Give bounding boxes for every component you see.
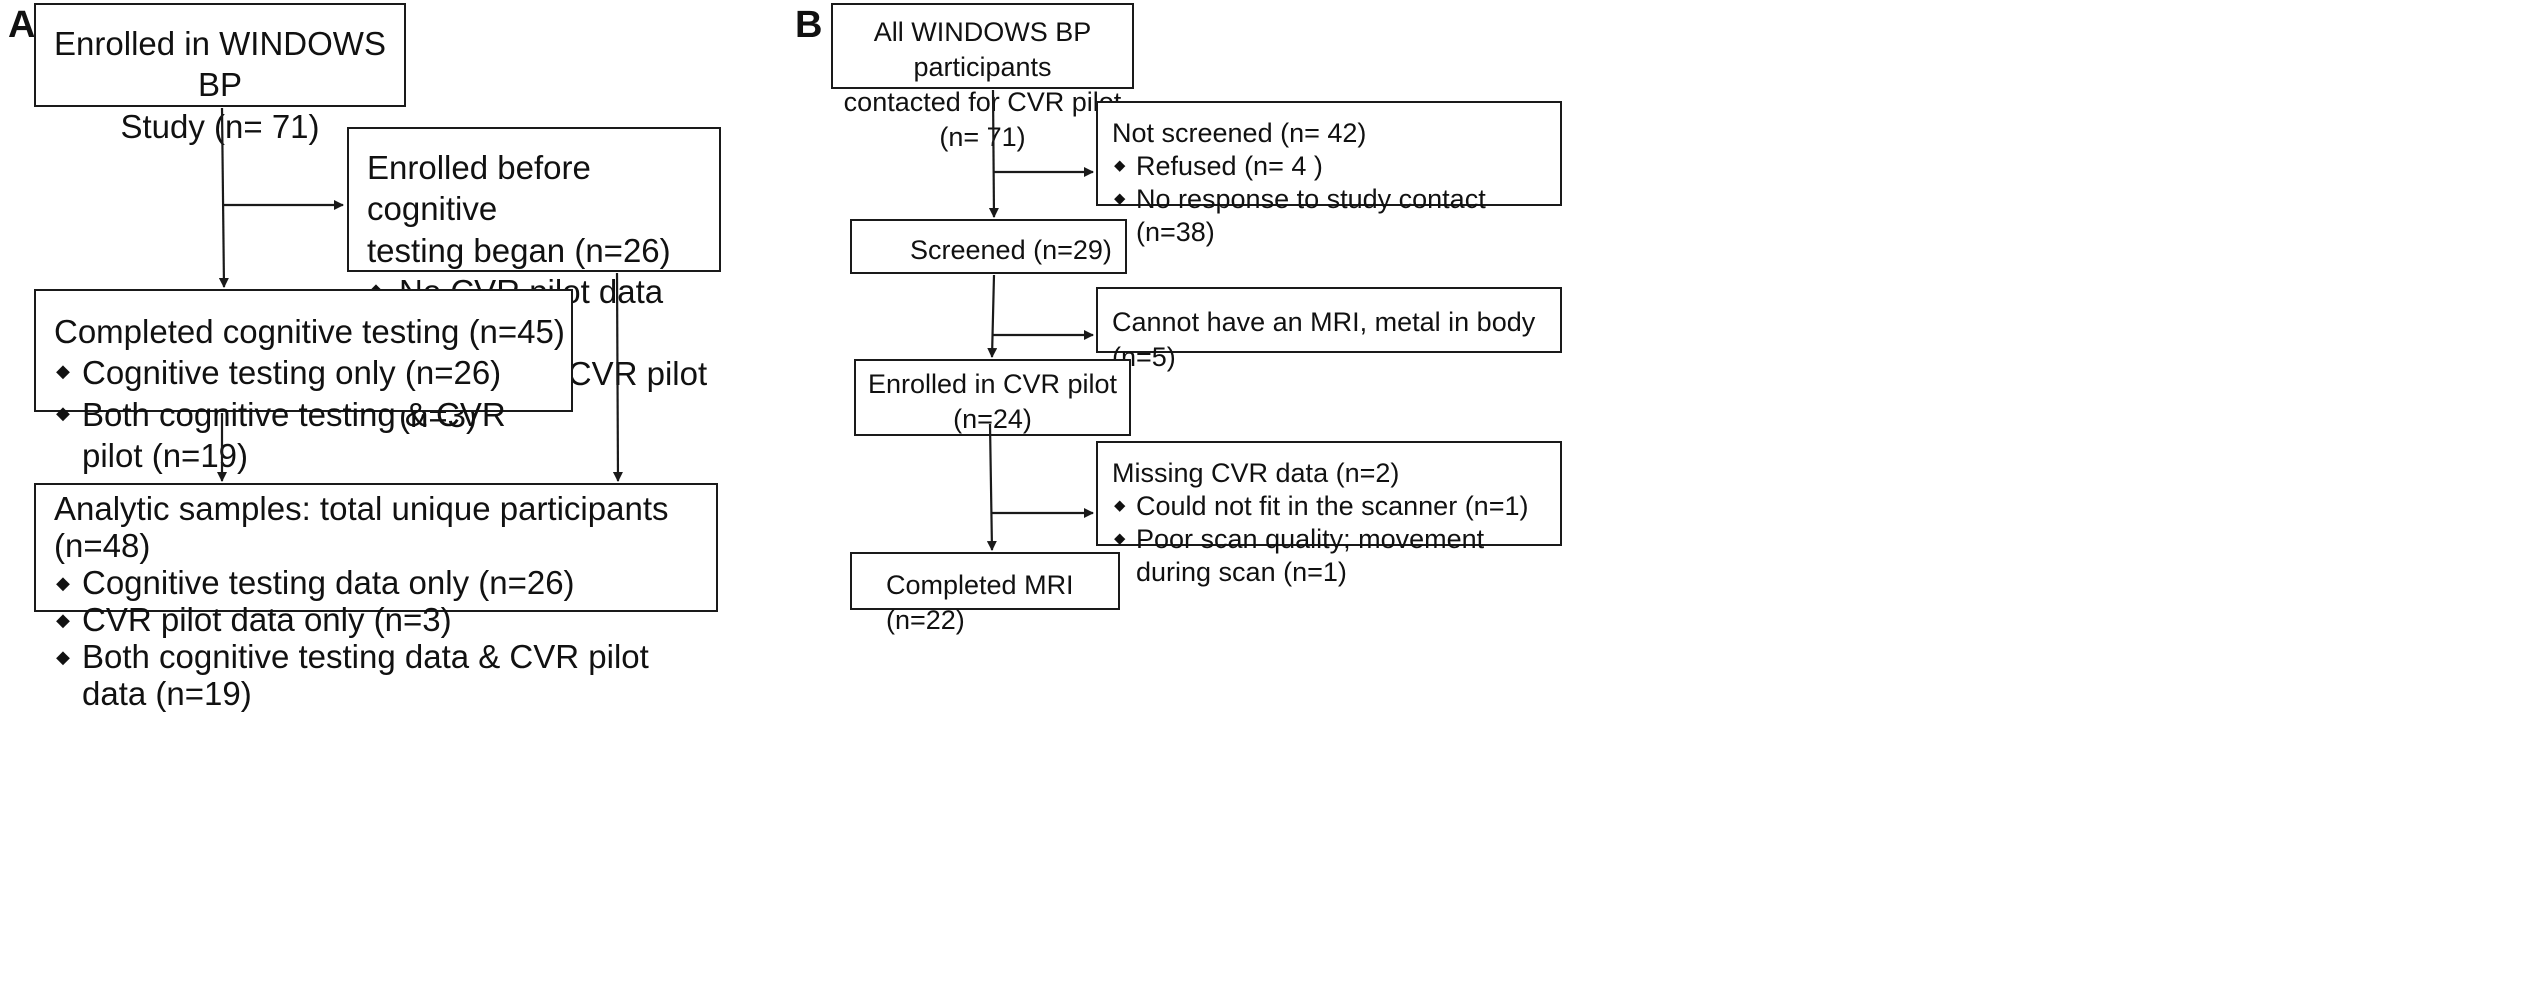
list-item: ◆ Both cognitive testing data & CVR pilot… <box>54 637 716 713</box>
contacted-line2: contacted for CVR pilot (n= 71) <box>843 87 1122 153</box>
box-enrolled-study: Enrolled in WINDOWS BP Study (n= 71) <box>34 3 406 145</box>
not-screened-title: Not screened (n= 42) <box>1112 118 1367 148</box>
missing-cvr-title: Missing CVR data (n=2) <box>1112 458 1400 488</box>
list-item: ◆ Cognitive testing only (n=26) <box>54 352 571 393</box>
before-cog-line2: testing began (n=26) <box>367 231 671 269</box>
completed-cog-title: Completed cognitive testing (n=45) <box>54 313 565 350</box>
before-cog-line1: Enrolled before cognitive <box>367 149 591 228</box>
analytic-item-2: CVR pilot data only (n=3) <box>82 600 452 638</box>
diamond-bullet-icon: ◆ <box>1114 530 1126 547</box>
analytic-list: ◆ Cognitive testing data only (n=26) ◆ CVR… <box>54 563 716 713</box>
completed-mri-label: Completed MRI (n=22) <box>886 570 1074 636</box>
list-item: ◆ Could not fit in the scanner (n=1) <box>1112 490 1560 523</box>
box-analytic-samples: Analytic samples: total unique participa… <box>34 483 718 712</box>
box-mri-excluded: Cannot have an MRI, metal in body (n=5) <box>1096 287 1562 372</box>
panel-b-letter: B <box>795 4 823 46</box>
not-screened-item-2: No response to study contact (n=38) <box>1136 183 1486 247</box>
list-item: ◆ Refused (n= 4 ) <box>1112 150 1560 183</box>
diamond-bullet-icon: ◆ <box>1114 190 1126 207</box>
list-item: ◆ Both cognitive testing & CVR pilot (n=1… <box>54 394 571 477</box>
box-contacted-cvr: All WINDOWS BP participants contacted fo… <box>831 3 1134 152</box>
missing-cvr-item-1: Could not fit in the scanner (n=1) <box>1136 490 1529 521</box>
list-item: ◆ No response to study contact (n=38) <box>1112 183 1560 249</box>
box-completed-cognitive: Completed cognitive testing (n=45) ◆ Cogn… <box>34 289 573 474</box>
diamond-bullet-icon: ◆ <box>56 610 70 631</box>
list-item: ◆ CVR pilot data only (n=3) <box>54 600 716 639</box>
missing-cvr-item-2: Poor scan quality; movement during scan … <box>1136 523 1485 587</box>
screened-label: Screened (n=29) <box>910 235 1112 265</box>
arrow-enrolled-cvr-to-completed-mri <box>986 423 997 551</box>
box-not-screened: Not screened (n= 42) ◆ Refused (n= 4 ) ◆ N… <box>1096 101 1562 247</box>
enrolled-cvr-line2: (n=24) <box>953 404 1032 435</box>
list-item: ◆ Poor scan quality; movement during scan… <box>1112 523 1560 589</box>
arrow-before-cog-to-analytic <box>612 272 623 482</box>
arrow-enrolled-to-completed-cog <box>218 107 229 288</box>
box-enrolled-cvr: Enrolled in CVR pilot (n=24) <box>854 359 1131 436</box>
contacted-line1: All WINDOWS BP participants <box>873 17 1092 83</box>
panel-a-letter: A <box>8 4 36 46</box>
diamond-bullet-icon: ◆ <box>1114 157 1126 174</box>
list-item: ◆ Cognitive testing data only (n=26) <box>54 563 716 602</box>
analytic-title: Analytic samples: total unique participa… <box>54 490 669 564</box>
analytic-item-3: Both cognitive testing data & CVR pilot … <box>82 637 649 712</box>
enrolled-study-line1: Enrolled in WINDOWS BP <box>54 25 386 104</box>
diamond-bullet-icon: ◆ <box>56 573 70 594</box>
not-screened-item-1: Refused (n= 4 ) <box>1136 150 1323 181</box>
enrolled-cvr-line1: Enrolled in CVR pilot <box>867 369 1118 399</box>
box-screened: Screened (n=29) <box>850 219 1127 274</box>
box-missing-cvr: Missing CVR data (n=2) ◆ Could not fit in… <box>1096 441 1562 587</box>
mri-excluded-label: Cannot have an MRI, metal in body (n=5) <box>1112 307 1536 373</box>
completed-cog-item-2: Both cognitive testing & CVR pilot (n=19… <box>82 395 506 474</box>
diamond-bullet-icon: ◆ <box>56 402 70 423</box>
diamond-bullet-icon: ◆ <box>56 361 70 382</box>
flow-connectors <box>217 89 1094 551</box>
enrolled-study-line2: Study (n= 71) <box>120 107 320 145</box>
arrow-contacted-to-screened <box>988 89 999 218</box>
completed-cog-item-1: Cognitive testing only (n=26) <box>82 354 502 392</box>
diamond-bullet-icon: ◆ <box>1114 497 1126 514</box>
completed-cog-list: ◆ Cognitive testing only (n=26) ◆ Both cog… <box>54 352 571 476</box>
not-screened-list: ◆ Refused (n= 4 ) ◆ No response to study c… <box>1112 150 1560 249</box>
box-completed-mri: Completed MRI (n=22) <box>850 552 1120 635</box>
diamond-bullet-icon: ◆ <box>56 646 70 667</box>
arrow-screened-to-enrolled-cvr <box>987 274 998 358</box>
missing-cvr-list: ◆ Could not fit in the scanner (n=1) ◆ Poo… <box>1112 490 1560 589</box>
analytic-item-1: Cognitive testing data only (n=26) <box>82 563 575 601</box>
